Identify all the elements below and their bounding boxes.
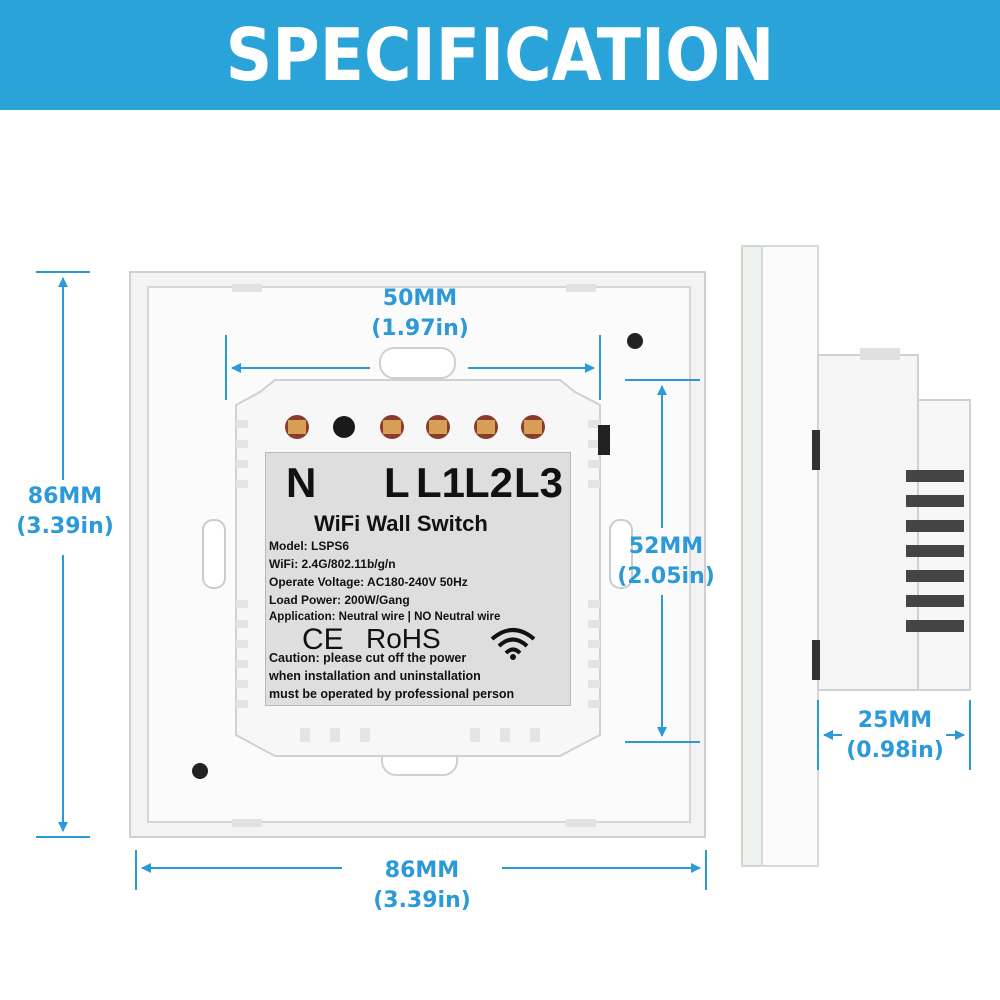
switch-side-view: [741, 245, 971, 867]
label-caution-3: must be operated by professional person: [269, 687, 515, 701]
terminal-n: N: [286, 459, 317, 506]
terminal-l3: L3: [514, 459, 564, 506]
width-in-label: (3.39in): [373, 888, 471, 913]
page-title: SPECIFICATION: [225, 13, 775, 97]
screw-hole-top-right: [627, 333, 643, 349]
label-caution-2: when installation and uninstallation: [269, 669, 481, 683]
label-model: Model: LSPS6: [269, 539, 350, 553]
height-in-label: (3.39in): [16, 514, 114, 539]
label-load: Load Power: 200W/Gang: [269, 593, 410, 607]
box-width-dimension: 50MM (1.97in): [340, 284, 500, 344]
height-dimension: 86MM (3.39in): [0, 482, 130, 542]
title-banner: SPECIFICATION: [0, 0, 1000, 110]
box-height-mm-label: 52MM: [628, 534, 704, 559]
depth-in-label: (0.98in): [846, 738, 944, 763]
width-mm-label: 86MM: [384, 858, 460, 883]
height-mm-label: 86MM: [27, 484, 103, 509]
rohs-mark: RoHS: [366, 623, 441, 654]
depth-mm-label: 25MM: [857, 708, 933, 733]
box-height-in-label: (2.05in): [617, 564, 715, 589]
label-wifi: WiFi: 2.4G/802.11b/g/n: [269, 557, 396, 571]
label-application: Application: Neutral wire | NO Neutral w…: [269, 611, 501, 623]
screw-hole-bottom-left: [192, 763, 208, 779]
label-caution-1: Caution: please cut off the power: [269, 651, 467, 665]
ce-mark: CE: [302, 623, 344, 656]
depth-dimension: 25MM (0.98in): [832, 706, 958, 766]
box-width-in-label: (1.97in): [371, 316, 469, 341]
box-height-dimension: 52MM (2.05in): [606, 532, 726, 592]
label-title: WiFi Wall Switch: [314, 511, 488, 536]
terminal-screws: [285, 415, 545, 439]
label-voltage: Operate Voltage: AC180-240V 50Hz: [269, 575, 468, 589]
wifi-icon: [490, 628, 536, 660]
terminal-l: L: [384, 459, 410, 506]
terminal-l1: L1: [416, 459, 466, 506]
terminal-l2: L2: [464, 459, 514, 506]
width-dimension: 86MM (3.39in): [342, 856, 502, 916]
product-label: N L L1 L2 L3 WiFi Wall Switch Model: LSP…: [265, 452, 571, 706]
box-width-mm-label: 50MM: [382, 286, 458, 311]
